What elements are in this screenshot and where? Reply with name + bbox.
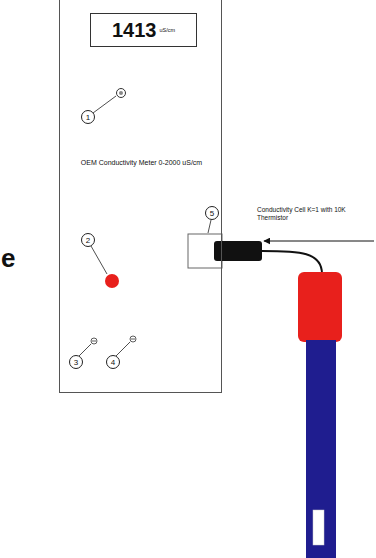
callout-label: 1 [86,113,90,122]
callout-number: 3 [69,355,83,369]
trim-screw [91,338,97,344]
probe-body [306,340,336,558]
leader-line [116,342,130,356]
leader-line [208,220,211,233]
meter-housing: OEM Conductivity Meter 0-2000 uS/cm 1413u… [59,0,222,393]
adjust-knob-center [119,91,123,95]
cropped-letter: e [1,244,21,273]
adjust-knob [117,89,126,98]
cable [262,251,322,274]
meter-title: OEM Conductivity Meter 0-2000 uS/cm [74,158,209,167]
callout-number: 1 [81,110,95,124]
trim-screw [130,336,136,342]
display-reading: 1413 [112,19,157,42]
display-unit: uS/cm [159,27,175,33]
cell-description: Conductivity Cell K=1 with 10K Thermisto… [257,206,369,222]
pointer-arrow [264,241,374,242]
screw-slot [131,339,135,340]
callout-label: 2 [86,236,90,245]
power-button [105,274,119,288]
callout-label: 3 [74,358,78,367]
leader-line [93,96,116,113]
callout-number: 5 [205,206,219,220]
leader-line [91,246,107,274]
probe-cap [298,272,342,342]
callout-number: 4 [106,355,120,369]
callout-label: 4 [111,358,115,367]
leader-line [79,344,91,356]
screw-slot [92,341,96,342]
display-window: 1413uS/cm [90,13,197,47]
probe-window [313,510,324,545]
callout-label: 5 [210,209,214,218]
callout-number: 2 [81,233,95,247]
